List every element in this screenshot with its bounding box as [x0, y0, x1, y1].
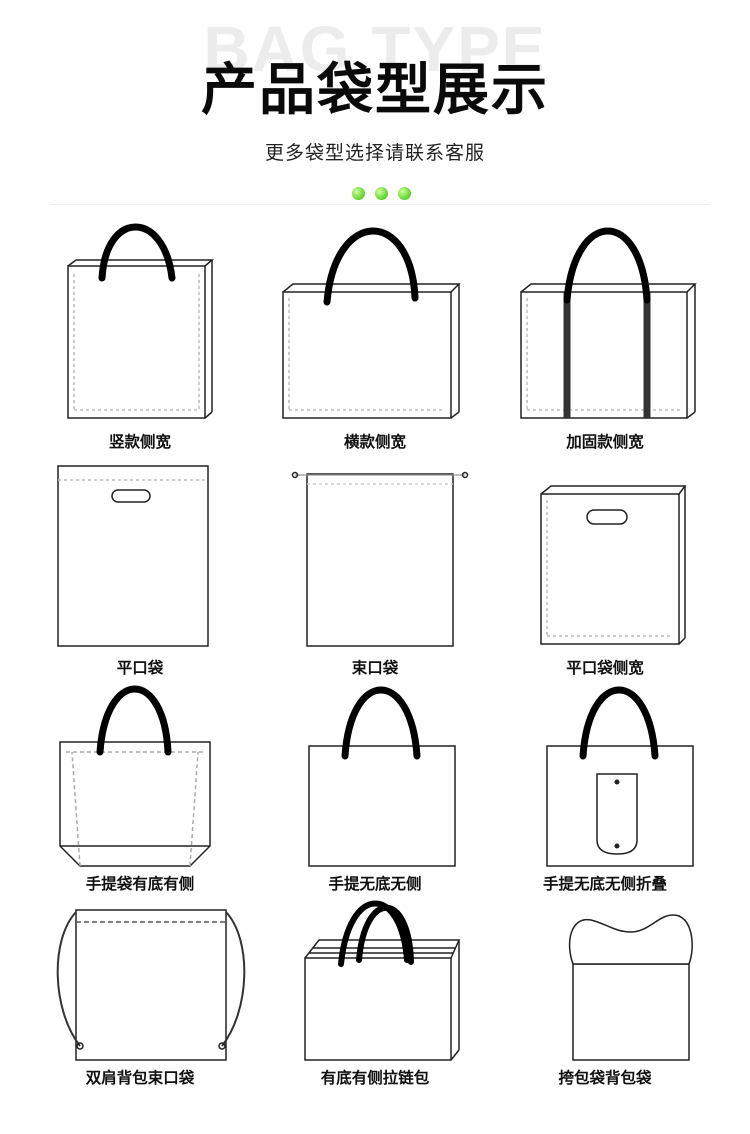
bag-label: 加固款侧宽: [566, 433, 644, 451]
vertical-side-gusset-bag-icon: [67, 223, 215, 419]
bag-label: 双肩背包束口袋: [85, 1069, 195, 1087]
zipper-bag-icon: [304, 900, 461, 1061]
handle-bag-flat-icon: [308, 686, 456, 867]
bag-item: [30, 656, 250, 876]
background-watermark-text: BAG TYPE: [203, 13, 547, 85]
decorative-dots: [352, 187, 411, 200]
bag-item: [30, 444, 250, 664]
page-title: 产品袋型展示: [201, 58, 549, 123]
cross-body-bag-icon: [568, 914, 693, 1061]
bag-label: 竖款侧宽: [108, 433, 171, 451]
bag-item: [30, 850, 250, 1070]
horizontal-side-gusset-bag-icon: [282, 227, 461, 419]
bag-label: 横款侧宽: [343, 433, 406, 451]
bag-label: 有底有侧拉链包: [320, 1069, 430, 1087]
flat-gusset-bag-icon: [540, 485, 687, 645]
handle-bag-bottom-side-icon: [59, 685, 211, 867]
page-subtitle: 更多袋型选择请联系客服: [264, 142, 485, 164]
bag-item: [265, 444, 485, 664]
bag-label: 手提无底无侧: [328, 875, 422, 893]
flat-die-cut-bag-icon: [57, 465, 209, 647]
green-dot-icon: [375, 187, 388, 200]
bag-label: 手提袋有底有侧: [85, 875, 195, 893]
bag-item: [30, 200, 250, 420]
foldable-handle-bag-icon: [546, 686, 694, 867]
divider: [50, 204, 710, 205]
reinforced-side-gusset-bag-icon: [520, 227, 697, 419]
bag-label: 手提无底无侧折叠: [542, 875, 667, 893]
bag-label: 平口袋侧宽: [566, 659, 644, 677]
bag-item: [265, 656, 485, 876]
bag-item: [495, 656, 715, 876]
bag-item: [265, 200, 485, 420]
bag-label: 挎包袋背包袋: [558, 1069, 652, 1087]
bag-item: [495, 444, 715, 664]
bag-item: [265, 850, 485, 1070]
bag-label: 束口袋: [351, 659, 399, 677]
green-dot-icon: [398, 187, 411, 200]
green-dot-icon: [352, 187, 365, 200]
drawstring-bag-icon: [291, 471, 469, 647]
bag-item: [495, 200, 715, 420]
bag-label: 平口袋: [116, 659, 164, 677]
drawstring-backpack-icon: [56, 909, 246, 1061]
bag-item: [495, 850, 715, 1070]
